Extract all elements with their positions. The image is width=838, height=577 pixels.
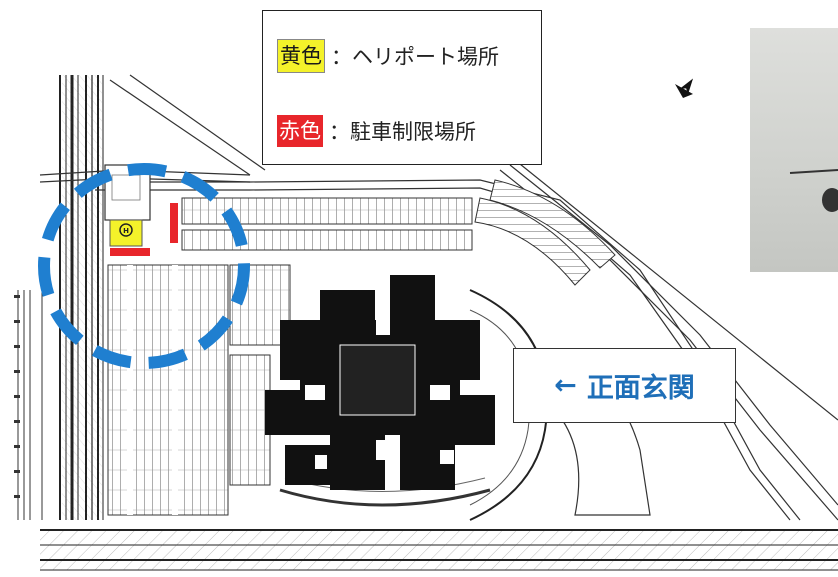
legend-box: 黄色 ：ヘリポート場所 赤色 ：駐車制限場所 — [262, 10, 542, 165]
restricted-parking-bar-vertical — [170, 203, 178, 243]
legend-heliport-text: ：ヘリポート場所 — [331, 45, 499, 69]
survey-markers — [17, 290, 43, 520]
legend-heliport: 黄色 ：ヘリポート場所 — [277, 39, 499, 73]
left-arrow-icon: ← — [554, 370, 577, 401]
highway-shading — [62, 75, 102, 520]
building-courtyards — [305, 315, 454, 469]
parking-curve-ne — [474, 197, 591, 286]
restricted-parking-bar-horizontal — [110, 248, 150, 256]
pad-inner — [111, 174, 141, 201]
main-entrance-label: 正面玄関 — [586, 373, 695, 404]
parking-curve-ne-2 — [489, 179, 616, 269]
main-entrance-callout: ← 正面玄関 — [513, 348, 736, 423]
north-arrow-icon — [675, 78, 694, 98]
survey-ticks — [14, 295, 20, 498]
svg-text:H: H — [123, 227, 129, 235]
entrance-drive — [469, 289, 549, 521]
legend-parking: 赤色 ：駐車制限場所 — [277, 115, 476, 147]
parking-lot-sw — [229, 354, 271, 486]
helipad-symbol-icon — [119, 223, 133, 237]
helicopter-icon — [789, 169, 838, 212]
arc-walk — [279, 488, 491, 507]
legend-heliport-color: 黄色 — [277, 39, 325, 73]
heliport-highlight-circle — [38, 163, 250, 369]
parking-lot-north-2 — [181, 229, 473, 251]
building-core — [339, 344, 416, 416]
heliport-photo — [750, 28, 838, 272]
parking-lot-west — [107, 264, 229, 516]
bottom-road — [40, 529, 838, 571]
entrance-drive-inner — [469, 309, 531, 506]
legend-parking-color: 赤色 — [277, 115, 323, 147]
legend-parking-text: ：駐車制限場所 — [329, 120, 476, 144]
